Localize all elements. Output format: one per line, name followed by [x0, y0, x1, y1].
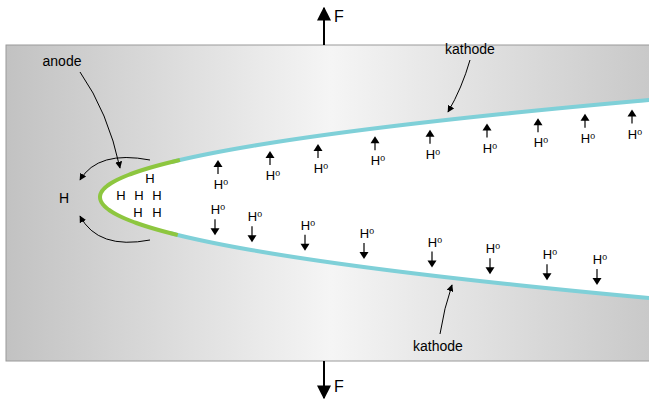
arrow-head [371, 136, 380, 143]
electrode-label: kathode [445, 42, 495, 56]
hydrogen-arrow [301, 235, 310, 251]
crack-opening [100, 98, 649, 300]
electrode-label: kathode [413, 339, 463, 353]
hydrogen-label: H⁰ [534, 136, 549, 149]
hydrogen-label: H⁰ [486, 242, 501, 255]
hydrogen-label: H [152, 206, 161, 219]
arrow-head [628, 110, 637, 117]
hydrogen-arrow [314, 144, 323, 158]
hydrogen-arrow [266, 151, 275, 165]
hydrogen-arrow [248, 226, 257, 242]
electrode-label: anode [43, 54, 82, 68]
hydrogen-label: H [59, 191, 69, 205]
arrow-head [581, 114, 590, 121]
hydrogen-arrow [581, 114, 590, 128]
hydrogen-arrow [214, 160, 223, 174]
hydrogen-label: H [116, 189, 125, 202]
hydrogen-label: H [145, 172, 154, 185]
arrow-head [314, 144, 323, 151]
hydrogen-arrow [543, 264, 552, 280]
hydrogen-arrow [360, 243, 369, 259]
arrow-head [301, 244, 310, 251]
crack [100, 98, 649, 300]
cathode-surface [170, 233, 649, 300]
hydrogen-label: H⁰ [248, 210, 263, 223]
force-arrow [323, 361, 325, 398]
hydrogen-label: H⁰ [266, 169, 281, 182]
hydrogen-label: H⁰ [581, 131, 596, 144]
hydrogen-arrow [486, 258, 495, 274]
hydrogen-label: H⁰ [211, 203, 226, 216]
hydrogen-label: H⁰ [483, 141, 498, 154]
diffusion-arrow [80, 216, 150, 242]
diffusion-arrow [80, 158, 150, 181]
arrow-head [360, 252, 369, 259]
hydrogen-label: H⁰ [428, 235, 443, 248]
force-label: F [334, 379, 344, 395]
arrow-head [543, 273, 552, 280]
force-label: F [334, 9, 344, 25]
arrow-head [266, 151, 275, 158]
arrow-head [483, 124, 492, 131]
leader-arrow [80, 72, 120, 168]
hydrogen-arrow [483, 124, 492, 138]
arrow-head [211, 228, 220, 235]
leader-arrow [440, 285, 452, 334]
arrow-head [426, 130, 435, 137]
hydrogen-label: H⁰ [214, 178, 229, 191]
force-arrow [323, 8, 325, 45]
hydrogen-label: H⁰ [628, 127, 643, 140]
cathode-surface [171, 98, 649, 162]
arrow-head [593, 278, 602, 285]
hydrogen-arrow [371, 136, 380, 150]
hydrogen-label: H [133, 206, 142, 219]
hydrogen-label: H⁰ [593, 253, 608, 266]
hydrogen-label: H [152, 189, 161, 202]
hydrogen-label: H⁰ [301, 218, 316, 231]
hydrogen-arrows [211, 110, 637, 286]
hydrogen-arrow [534, 118, 543, 132]
hydrogen-arrow [628, 110, 637, 124]
hydrogen-arrow [426, 130, 435, 144]
arrow-head [534, 118, 543, 125]
hydrogen-label: H [134, 189, 143, 202]
hydrogen-label: H⁰ [360, 227, 375, 240]
hydrogen-arrow [593, 269, 602, 285]
anode-surface [100, 160, 180, 235]
arrow-head [248, 235, 257, 242]
arrow-head [486, 267, 495, 274]
hydrogen-arrow [211, 219, 220, 235]
hydrogen-arrow [428, 252, 437, 268]
hydrogen-label: H⁰ [371, 154, 386, 167]
hydrogen-label: H⁰ [426, 147, 441, 160]
hydrogen-label: H⁰ [543, 248, 558, 261]
arrow-head [214, 160, 223, 167]
leader-arrow [448, 60, 470, 112]
hydrogen-label: H⁰ [314, 161, 329, 174]
arrow-head [428, 261, 437, 268]
